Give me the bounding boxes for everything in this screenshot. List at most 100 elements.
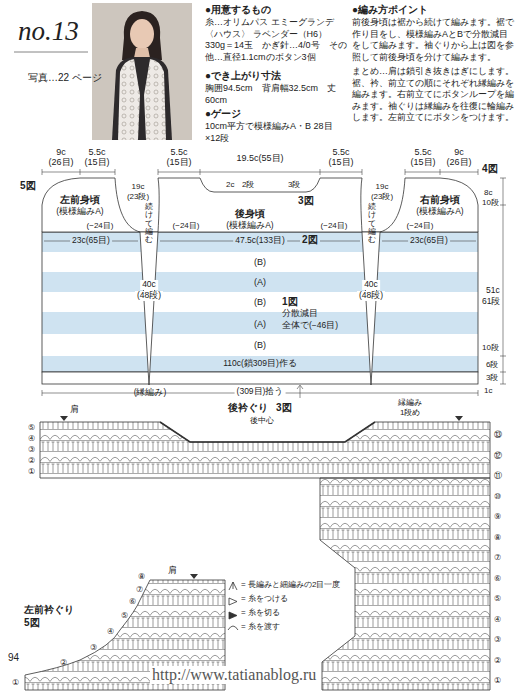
garment-piece: 右前身頃(模様編みA) (416, 194, 463, 216)
dimension-label: 続けて編む (145, 203, 153, 244)
dimension-label: 続けて編む (368, 203, 376, 244)
row-number: ⑥ (494, 574, 501, 583)
dimension-label: (B) (254, 340, 266, 350)
dimension-label: 10段 (482, 198, 499, 207)
row-number: ⑥ (129, 597, 136, 606)
dimension-label: (15目) (166, 157, 191, 167)
legend-text: = 糸を切る (241, 608, 280, 617)
dimension-label: (−24目) (407, 221, 434, 230)
dimension-label: 8c (484, 188, 492, 197)
note-text: ●でき上がり寸法 (205, 70, 281, 82)
row-number: ② (28, 456, 35, 465)
dimension-label: 6段 (486, 360, 498, 369)
dimension-label: 40c (140, 280, 158, 290)
dimension-label: 51c (486, 286, 500, 296)
dimension-label: 5.5c (170, 147, 187, 157)
dimension-label: (23段) (371, 192, 393, 201)
dimension-label: (15目) (328, 157, 353, 167)
dimension-label: 5.5c (88, 147, 105, 157)
dimension-label: 分散減目 (282, 309, 318, 319)
dimension-label: (15目) (84, 157, 109, 167)
dimension-label: 23c(65目) (70, 236, 112, 246)
note-text: 胸囲94.5cm 背肩幅32.5cm 丈60cm (205, 83, 347, 106)
chart-label: 肩 (168, 565, 177, 575)
dimension-label: (B) (254, 257, 266, 267)
dimension-label: 10段 (482, 343, 499, 352)
row-number: ④ (107, 627, 114, 636)
row-number: ⑧ (138, 572, 145, 581)
note-text: 写真…22 ページ (28, 72, 102, 84)
dimension-label: 19c (376, 182, 389, 191)
row-number: ⑧ (494, 533, 501, 542)
piece-name: (縁編み) (134, 387, 167, 397)
dimension-label: (B) (254, 297, 266, 307)
dimension-label: (A) (254, 319, 266, 329)
dimension-label: 61段 (482, 297, 500, 307)
row-number: ④ (494, 615, 501, 624)
piece-stitch: (模様編みA) (226, 220, 273, 230)
dimension-label: 19.5c(55目) (236, 153, 283, 163)
chart-label: 3図 (276, 402, 292, 414)
row-number: ① (28, 467, 35, 476)
row-number: ⑬ (494, 430, 502, 439)
dimension-label: 9c (56, 147, 66, 157)
garment-piece: 後身頃(模様編みA) (226, 208, 273, 230)
dimension-label: (48段) (357, 291, 385, 301)
row-number: ③ (494, 635, 501, 644)
dimension-label: 2c (226, 180, 234, 189)
photo (92, 3, 192, 140)
dimension-label: (A) (254, 277, 266, 287)
legend-text: = 長編みと細編みの2目一度 (241, 580, 340, 589)
row-number: ⑤ (28, 423, 35, 432)
row-number: ② (494, 656, 501, 665)
dimension-label: 3段 (486, 373, 498, 382)
dimension-label: 全体で(−46目) (282, 321, 338, 331)
row-number: ⑫ (494, 451, 502, 460)
row-number: ① (12, 678, 19, 687)
piece-name: 左前身頃 (56, 194, 103, 206)
chart-label: 94 (8, 652, 19, 664)
dimension-label: 19c (132, 182, 145, 191)
dimension-label: 5.5c (414, 147, 431, 157)
row-number: ⑤ (121, 611, 128, 620)
row-number: ③ (28, 445, 35, 454)
row-number: ⑩ (494, 492, 501, 501)
dimension-label: 3段 (288, 180, 300, 189)
dimension-label: 4図 (482, 163, 498, 175)
dimension-label: (15目) (410, 157, 435, 167)
edging-band: (縁編み) (134, 387, 167, 397)
chart-label: 後中心 (250, 416, 274, 425)
note-text: ●ゲージ (205, 108, 241, 120)
piece-name: 右前身頃 (416, 194, 463, 206)
row-number: ⑤ (494, 594, 501, 603)
dimension-label: 1c (484, 386, 492, 395)
chart-label: 後衿ぐり (228, 402, 268, 414)
row-number: ④ (28, 434, 35, 443)
row-number: ② (60, 658, 67, 667)
dimension-label: 2段 (242, 180, 254, 189)
note-text: 10cm平方で模様編みA・B 28目×12段 (205, 121, 347, 144)
dimension-label: (−24目) (173, 221, 200, 230)
note-text: ●用意するもの (205, 4, 271, 16)
dimension-label: (26目) (446, 157, 471, 167)
dimension-label: 5図 (20, 180, 36, 192)
row-number: ① (494, 676, 501, 685)
chart-label: 5図 (24, 617, 40, 629)
piece-name: 後身頃 (226, 208, 273, 220)
piece-stitch: (模様編みA) (56, 206, 103, 216)
row-number: ⑦ (136, 585, 143, 594)
dimension-label: 2図 (300, 234, 320, 246)
dimension-label: (23段) (127, 192, 149, 201)
legend-text: = 糸を渡す (241, 622, 280, 631)
watermark: http://www.tatianablog.ru (150, 666, 318, 684)
note-text: 前後身頃は裾から続けて編みます。裾で作り目をし、模様編みAとBで分散減目をして編… (352, 17, 514, 63)
dimension-label: 47.5c(133目) (233, 236, 287, 246)
garment-piece: 左前身頃(模様編みA) (56, 194, 103, 216)
dimension-label: 3図 (298, 195, 314, 207)
row-number: ③ (90, 643, 97, 652)
row-number: ⑪ (494, 471, 502, 480)
dimension-label: (26目) (48, 157, 73, 167)
dimension-label: (−24目) (321, 221, 348, 230)
dimension-label: (48段) (135, 291, 163, 301)
dimension-label: (309目)拾う (235, 387, 286, 397)
